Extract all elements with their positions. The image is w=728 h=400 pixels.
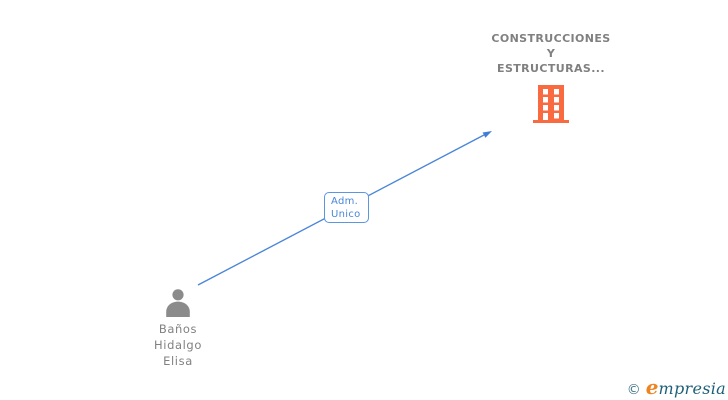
brand-text: mpresia [658, 379, 726, 398]
copyright-icon: © [626, 382, 641, 398]
building-icon [461, 85, 641, 123]
person-name-line: Baños [158, 322, 198, 336]
person-name-line: Elisa [163, 354, 193, 368]
arrowhead-icon [482, 131, 492, 138]
edge-label-line: Unico [331, 209, 361, 220]
person-node[interactable]: Baños Hidalgo Elisa [126, 287, 230, 369]
company-name-line: CONSTRUCCIONES [491, 32, 611, 45]
person-name-line: Hidalgo [154, 338, 202, 352]
brand-initial: e [645, 375, 659, 399]
company-name-line: Y [546, 47, 556, 60]
company-node[interactable]: CONSTRUCCIONES Y ESTRUCTURAS... [461, 31, 641, 123]
edge-label-adm-unico[interactable]: Adm. Unico [324, 192, 369, 223]
company-name-line: ESTRUCTURAS... [497, 62, 605, 75]
edge-label-line: Adm. [331, 196, 359, 207]
person-icon [126, 287, 230, 317]
person-name: Baños Hidalgo Elisa [126, 321, 230, 369]
empresia-logo[interactable]: © e mpresia [627, 375, 726, 399]
company-name: CONSTRUCCIONES Y ESTRUCTURAS... [461, 31, 641, 76]
